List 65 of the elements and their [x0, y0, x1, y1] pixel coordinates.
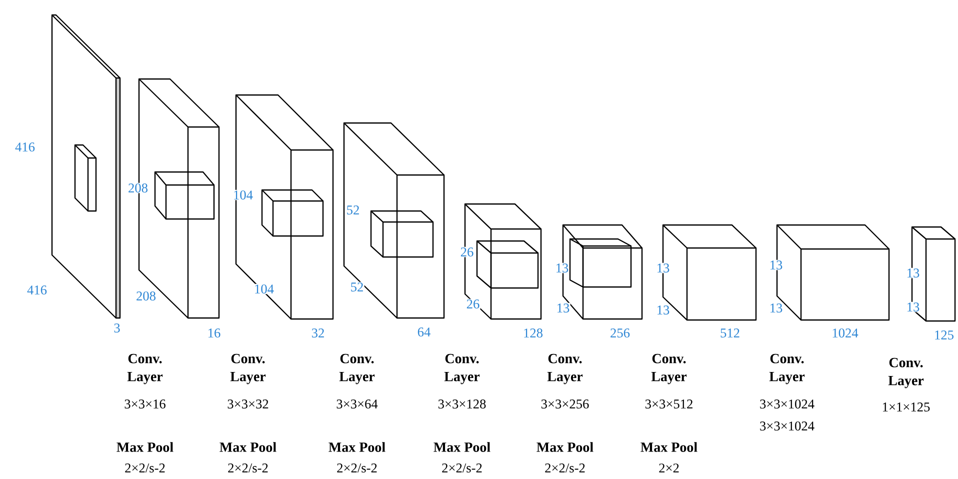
dimension-label: 512 [719, 328, 741, 338]
dimension-label: 208 [127, 182, 149, 194]
dimension-label: 13 [768, 260, 784, 270]
layer-cuboid [235, 94, 334, 320]
layer-title: Conv. Layer [547, 354, 583, 384]
layer-title: Conv. Layer [888, 358, 924, 388]
dimension-label: 208 [135, 290, 157, 302]
dimension-label: 16 [206, 328, 222, 338]
layer-spec: 2×2/s-2 [545, 464, 585, 472]
layer-title: Max Pool [220, 442, 276, 452]
dimension-label: 13 [906, 302, 920, 312]
layer-title: Conv. Layer [230, 354, 266, 384]
layer-spec: 3×3×64 [336, 400, 378, 408]
dimension-label: 13 [906, 268, 920, 278]
layer-title: Conv. Layer [444, 354, 480, 384]
kernel-cuboid [261, 189, 324, 237]
layer-title: Conv. Layer [769, 354, 805, 384]
layer-title: Max Pool [328, 442, 386, 452]
layer-title: Max Pool [116, 442, 174, 452]
dimension-label: 13 [554, 262, 570, 274]
dimension-label: 125 [933, 330, 955, 340]
layer-spec: 3×3×1024 [760, 422, 814, 430]
layer-spec: 3×3×256 [541, 400, 589, 408]
dimension-label: 26 [460, 246, 474, 258]
layer-cuboid [51, 14, 121, 319]
dimension-label: 3 [113, 322, 121, 334]
dimension-label: 256 [609, 328, 631, 338]
layer-spec: 3×3×1024 [760, 400, 814, 408]
layer-title: Max Pool [536, 442, 594, 452]
dimension-label: 416 [14, 142, 36, 152]
layer-spec: 1×1×125 [883, 402, 930, 412]
layer-spec: 3×3×512 [645, 400, 692, 408]
layer-title: Conv. Layer [339, 354, 375, 384]
layer-spec: 2×2/s-2 [337, 464, 377, 472]
layer-spec: 2×2/s-2 [125, 464, 165, 472]
dimension-label: 26 [466, 298, 480, 310]
dimension-label: 52 [346, 204, 360, 216]
kernel-cuboid [154, 171, 215, 220]
layer-title: Conv. Layer [127, 354, 163, 384]
dimension-label: 128 [522, 328, 544, 338]
layer-spec: 2×2/s-2 [442, 464, 482, 472]
layer-spec: 3×3×16 [124, 400, 166, 408]
dimension-label: 104 [253, 284, 275, 294]
dimension-label: 1024 [831, 328, 859, 338]
layer-spec: 3×3×128 [438, 400, 486, 408]
dimension-label: 64 [416, 326, 432, 338]
layer-title: Max Pool [640, 442, 698, 452]
layer-cuboid [343, 122, 445, 319]
layer-spec: 2×2/s-2 [228, 464, 268, 472]
dimension-label: 13 [656, 304, 670, 316]
layer-title: Max Pool [434, 442, 490, 452]
kernel-cuboid [569, 238, 632, 288]
layer-spec: 2×2 [659, 464, 679, 472]
kernel-cuboid [476, 240, 539, 289]
dimension-label: 104 [232, 190, 254, 200]
kernel-cuboid [74, 144, 97, 212]
dimension-label: 13 [656, 262, 670, 274]
dimension-label: 52 [350, 282, 364, 292]
layer-title: Conv. Layer [651, 354, 687, 384]
dimension-label: 416 [26, 284, 48, 296]
dimension-label: 32 [310, 328, 326, 338]
layer-spec: 3×3×32 [228, 400, 268, 408]
kernel-cuboid [370, 210, 434, 258]
dimension-label: 13 [768, 302, 784, 314]
dimension-label: 13 [556, 302, 570, 314]
